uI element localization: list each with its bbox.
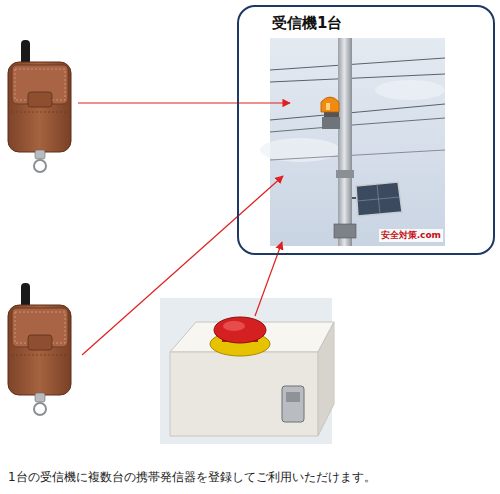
transmitter-picture — [8, 283, 71, 415]
watermark: 安全対策.com — [379, 229, 443, 242]
caption: 1台の受信機に複数台の携帯発信器を登録してご利用いただけます。 — [8, 469, 376, 486]
receiver-photo — [260, 38, 445, 246]
signal-arrow — [78, 103, 290, 355]
push-button-picture — [160, 298, 334, 444]
receiver-box: 受信機1台 — [237, 5, 495, 255]
node-heading: 受信機1台 — [272, 14, 342, 33]
transmitter-picture — [8, 40, 71, 172]
